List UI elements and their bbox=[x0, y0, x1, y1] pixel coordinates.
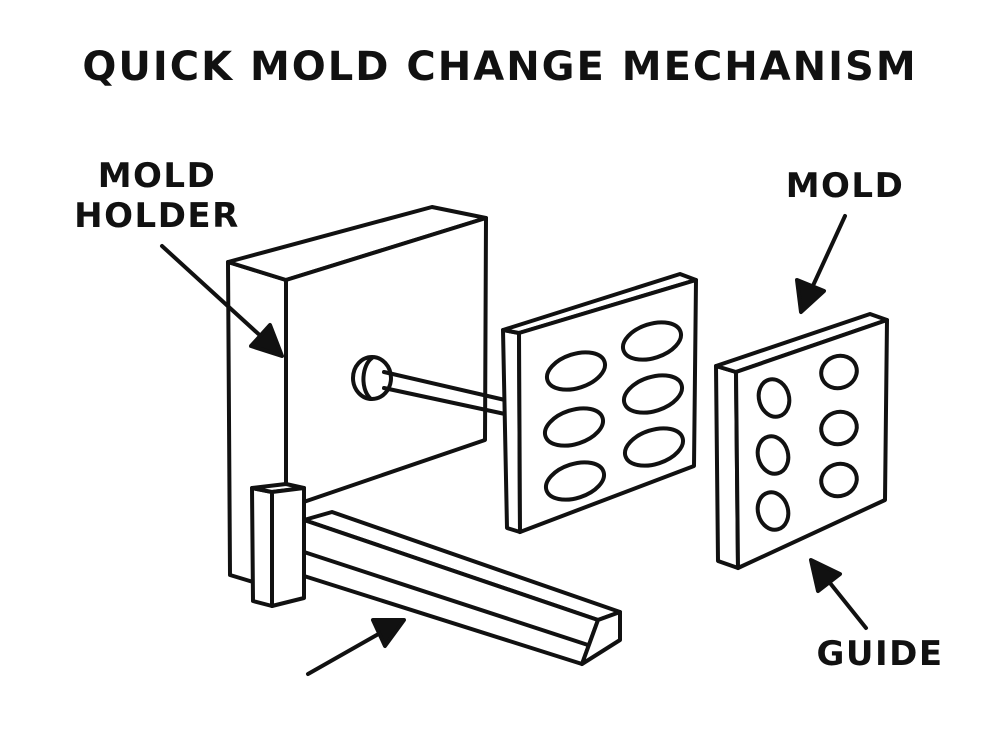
label-mold-holder-line2: HOLDER bbox=[74, 196, 240, 236]
arrow-mold-holder-head bbox=[249, 323, 284, 358]
connecting-rod bbox=[382, 370, 507, 416]
mold-plate-middle bbox=[501, 272, 698, 534]
mold-right-cavity-4 bbox=[819, 409, 859, 447]
mold-right-cavity-2 bbox=[819, 353, 859, 391]
holder-socket bbox=[351, 355, 393, 401]
arrow-mold-holder-shaft bbox=[160, 244, 267, 342]
arrow-mold bbox=[795, 214, 847, 314]
mold-right-cavity-1 bbox=[756, 377, 792, 419]
mold-middle-cavity-2 bbox=[620, 320, 684, 362]
rod-bottom-edge bbox=[382, 386, 507, 416]
arrow-guide bbox=[809, 558, 868, 630]
guide-rail bbox=[250, 482, 622, 666]
label-mold-holder-line1: MOLD bbox=[97, 156, 217, 196]
mold-right-cavity-3 bbox=[755, 434, 791, 476]
mold-right-cavity-5 bbox=[755, 490, 791, 532]
mold-middle-cavity-3 bbox=[542, 406, 606, 448]
rod-top-edge bbox=[382, 370, 507, 402]
arrow-guide-rail bbox=[306, 618, 406, 676]
guide-post-front bbox=[270, 486, 306, 608]
mold-middle-cavity-4 bbox=[621, 373, 685, 415]
guide-bar-end bbox=[580, 610, 622, 666]
label-mold-holder: MOLD HOLDER bbox=[62, 156, 252, 236]
arrow-guide-rail-shaft bbox=[306, 630, 384, 676]
arrow-guide-rail-head bbox=[371, 618, 406, 648]
arrow-guide-head bbox=[809, 558, 842, 593]
diagram-title: QUICK MOLD CHANGE MECHANISM bbox=[82, 44, 918, 90]
label-mold: MOLD bbox=[785, 166, 905, 206]
arrow-guide-shaft bbox=[824, 576, 868, 630]
mold-middle-cavity-6 bbox=[622, 426, 686, 468]
mold-middle-cavity-5 bbox=[543, 460, 607, 502]
guide-bar-midline bbox=[302, 550, 590, 647]
guide-post-side bbox=[250, 486, 274, 608]
mold-plate-right bbox=[714, 312, 889, 570]
arrow-mold-shaft bbox=[809, 214, 847, 292]
arrow-mold-holder bbox=[160, 244, 284, 358]
holder-socket-inner bbox=[361, 356, 374, 400]
mold-middle-cavity-1 bbox=[544, 350, 608, 392]
mold-right-cavity-6 bbox=[819, 461, 859, 499]
mold-right-front bbox=[734, 318, 889, 570]
arrow-mold-head bbox=[795, 278, 826, 314]
label-guide: GUIDE bbox=[816, 634, 944, 674]
